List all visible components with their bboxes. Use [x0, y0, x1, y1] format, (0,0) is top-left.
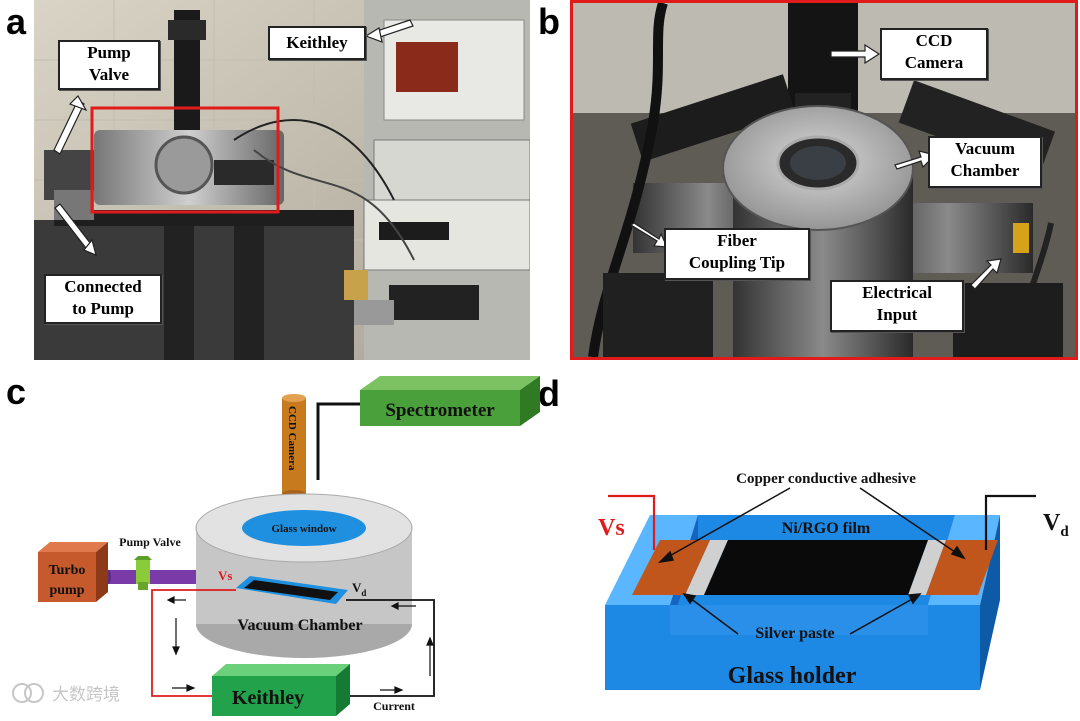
vs-wire-d	[608, 494, 656, 550]
pump-pipe	[108, 570, 196, 584]
silver-paste-left	[685, 540, 728, 595]
film-label: Ni/RGO film	[782, 520, 871, 537]
sample-substrate	[236, 576, 348, 604]
copper-left	[632, 540, 710, 595]
lab-setup-photo	[34, 0, 530, 360]
turbo-pump-line1: Turbo	[49, 563, 86, 578]
panel-c-schematic: Spectrometer CCD Camera Glass window Vac…	[12, 376, 540, 716]
ni-rgo-film	[704, 540, 928, 595]
vacuum-chamber-cylinder: Glass window Vacuum Chamber	[195, 493, 413, 658]
vd-label: Vd	[352, 580, 366, 598]
vs-wire	[151, 589, 236, 697]
current-label: Current	[373, 699, 415, 713]
pump-valve	[134, 556, 152, 590]
watermark-text: 大数跨境	[52, 685, 120, 704]
panel-label-b: b	[538, 1, 560, 42]
ccd-camera-label: CCD Camera	[286, 406, 298, 471]
vd-label-d: Vd	[1043, 510, 1069, 540]
silver-paste-right	[908, 540, 946, 595]
panel-label-c: c	[6, 371, 27, 412]
panel-label-d: d	[538, 373, 560, 414]
copper-right	[926, 540, 998, 595]
connected-to-pump-callout: Connected to Pump	[44, 274, 162, 324]
vs-label: Vs	[218, 568, 232, 583]
panel-label-a: a	[6, 1, 27, 42]
glass-window-label: Glass window	[271, 523, 336, 535]
turbo-pump-label: Turbo	[49, 563, 86, 578]
fiber-line	[316, 402, 360, 480]
turbo-pump-box: Turbo pump	[38, 542, 108, 602]
silver-paste-label: Silver paste	[755, 625, 834, 642]
fiber-coupling-tip-callout: Fiber Coupling Tip	[664, 228, 810, 280]
keithley-callout: Keithley	[268, 26, 366, 60]
pump-valve-callout: Pump Valve	[58, 40, 160, 90]
glass-holder-label: Glass holder	[728, 663, 857, 689]
vacuum-chamber-label: Vacuum Chamber	[237, 617, 362, 634]
spectrometer-label: Spectrometer	[385, 400, 495, 421]
ccd-camera-callout: CCD Camera	[880, 28, 988, 80]
vs-label-d: Vs	[598, 515, 625, 541]
electrical-input-callout: Electrical Input	[830, 280, 964, 332]
ccd-camera-cylinder: CCD Camera	[282, 394, 306, 498]
keithley-label: Keithley	[232, 687, 304, 709]
spectrometer-box: Spectrometer	[360, 376, 540, 426]
watermark: 大数跨境	[12, 683, 120, 704]
vacuum-chamber-callout: Vacuum Chamber	[928, 136, 1042, 188]
panel-a-photo	[34, 0, 530, 360]
vd-wire	[340, 599, 435, 697]
copper-adhesive-label: Copper conductive adhesive	[736, 471, 916, 487]
panel-d-schematic: Copper conductive adhesive Ni/RGO film S…	[598, 471, 1069, 690]
vd-wire-d	[984, 494, 1036, 550]
turbo-pump-line2: pump	[49, 583, 84, 598]
zoom-region-box	[90, 106, 280, 214]
pump-valve-label: Pump Valve	[119, 535, 181, 549]
glass-window	[242, 510, 366, 546]
keithley-box: Keithley	[212, 664, 350, 716]
